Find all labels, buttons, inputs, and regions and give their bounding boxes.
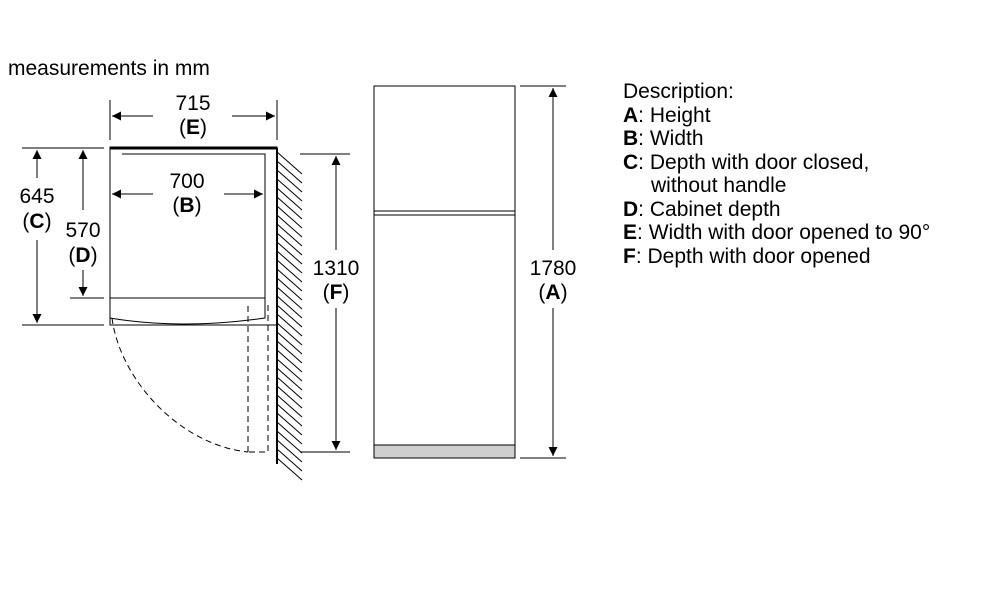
hatch-line <box>276 331 303 355</box>
hatch-line <box>276 412 303 436</box>
dimension-F: 1310 (F) <box>300 153 360 453</box>
door-open-outline <box>247 305 269 453</box>
hatch-line <box>276 196 303 220</box>
hatch-line <box>276 205 303 229</box>
hatch-line <box>276 286 303 310</box>
dimension-B: 700 (B) <box>112 170 263 217</box>
dim-F-letter: (F) <box>323 281 350 304</box>
top-view: 715 (E) 700 (B) 645 (C) 570 (D) <box>19 92 360 481</box>
dim-E-value: 715 <box>175 92 210 115</box>
legend-title: Description: <box>623 80 734 103</box>
legend-item-c-continuation: without handle <box>651 174 787 197</box>
hatch-line <box>276 187 303 211</box>
dim-F-value: 1310 <box>313 257 360 280</box>
dim-D-letter: (D) <box>68 244 97 267</box>
hatch-line <box>276 385 303 409</box>
hatch-line <box>276 277 303 301</box>
hatch-line <box>276 421 303 445</box>
description-legend: Description: A: Height B: Width C: Depth… <box>623 80 930 268</box>
door-swing-arc <box>111 317 249 453</box>
dimension-A: 1780 (A) <box>520 85 577 459</box>
legend-item-f: F: Depth with door opened <box>623 244 871 268</box>
hatch-line <box>276 403 303 427</box>
dim-E-letter: (E) <box>179 116 207 139</box>
hatch-line <box>276 448 303 472</box>
hatch-line <box>276 304 303 328</box>
hatch-line <box>276 394 303 418</box>
dimension-C: 645 (C) <box>19 147 104 326</box>
front-view: 1780 (A) <box>373 85 577 459</box>
hatch-line <box>276 178 303 202</box>
hatch-line <box>276 295 303 319</box>
hatch-line <box>276 340 303 364</box>
dimension-E: 715 (E) <box>109 92 278 140</box>
hatch-line <box>276 268 303 292</box>
hatch-line <box>276 367 303 391</box>
fridge-base-plinth <box>373 444 516 459</box>
hatch-line <box>276 457 303 481</box>
dim-B-value: 700 <box>169 170 204 193</box>
hatch-line <box>276 232 303 256</box>
hatch-line <box>276 313 303 337</box>
door-closed <box>109 297 266 325</box>
hatch-line <box>276 250 303 274</box>
hatch-line <box>276 214 303 238</box>
legend-item-c: C: Depth with door closed, <box>623 150 870 174</box>
units-note: measurements in mm <box>8 57 210 80</box>
hatch-line <box>276 349 303 373</box>
legend-item-e: E: Width with door opened to 90° <box>623 221 931 244</box>
hatch-line <box>276 223 303 247</box>
hatch-line <box>276 322 303 346</box>
hatch-line <box>276 241 303 265</box>
hatch-line <box>276 160 303 184</box>
dim-D-value: 570 <box>65 219 100 242</box>
hatch-line <box>276 430 303 454</box>
cabinet-inner-outline <box>122 153 266 298</box>
dim-B-letter: (B) <box>172 194 201 217</box>
wall-hatching <box>276 148 303 481</box>
fridge-body <box>373 85 516 459</box>
hatch-line <box>276 259 303 283</box>
dim-A-letter: (A) <box>538 281 567 304</box>
hatch-line <box>276 376 303 400</box>
dim-A-value: 1780 <box>530 257 577 280</box>
hatch-line <box>276 439 303 463</box>
hatch-line <box>276 358 303 382</box>
hatch-line <box>276 169 303 193</box>
dimension-D: 570 (D) <box>65 150 104 299</box>
legend-item-a: A: Height <box>623 103 711 127</box>
hatch-line <box>276 151 303 175</box>
dim-C-letter: (C) <box>22 210 51 233</box>
legend-item-d: D: Cabinet depth <box>623 197 781 221</box>
legend-item-b: B: Width <box>623 127 704 150</box>
dim-C-value: 645 <box>19 185 54 208</box>
